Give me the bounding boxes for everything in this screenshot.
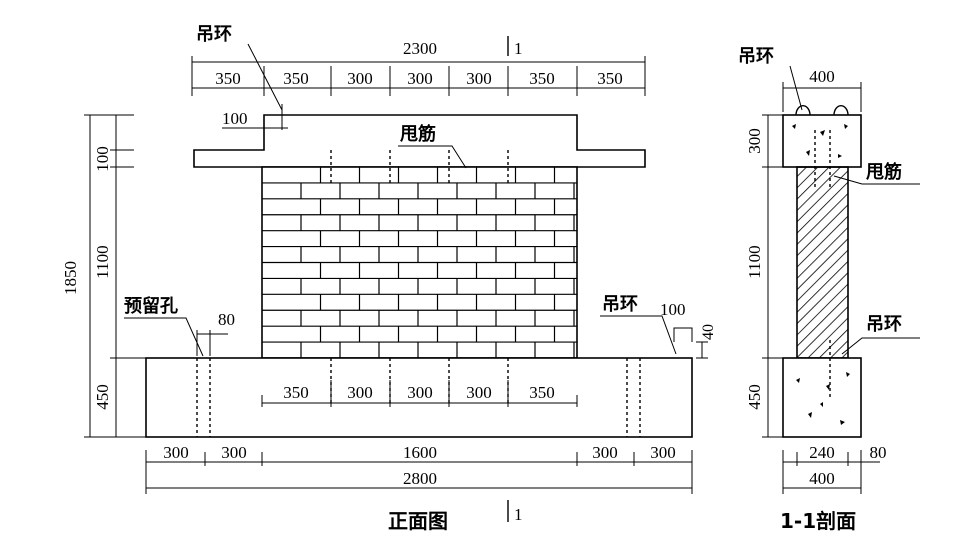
section-height-base: 450 <box>745 384 764 410</box>
section-base-block <box>782 357 862 438</box>
section-height-wall: 1100 <box>745 245 764 278</box>
base-beam <box>145 357 693 438</box>
aggregate-marks <box>792 124 850 425</box>
lift-ring-width: 100 <box>660 300 686 319</box>
section-tie-bar-label: 甩筋 <box>866 161 902 183</box>
section-view-title: 1-1剖面 <box>780 509 856 533</box>
section-lift-ring-label-top: 吊环 <box>738 46 774 67</box>
inner-seg-1: 350 <box>283 383 309 402</box>
total-height: 1850 <box>61 261 80 295</box>
lift-ring-leader <box>247 43 283 111</box>
inner-seg-5: 350 <box>529 383 555 402</box>
tie-bar-label: 甩筋 <box>400 123 436 145</box>
tie-bar-leader <box>398 145 467 169</box>
lift-ring-loop <box>795 104 811 116</box>
reserved-hole-leader <box>124 317 204 357</box>
inner-seg-4: 300 <box>466 383 492 402</box>
lift-ring-loop <box>833 104 849 116</box>
lift-ring-height: 40 <box>700 324 717 340</box>
bottom-seg-1: 300 <box>163 443 189 462</box>
lift-ring-right-shape <box>673 327 693 342</box>
top-seg-7: 350 <box>597 69 623 88</box>
front-view-title: 正面图 <box>388 509 448 533</box>
section-lift-ring-label-bottom: 吊环 <box>866 314 902 335</box>
bottom-seg-2: 300 <box>221 443 247 462</box>
section-offset: 80 <box>870 443 887 462</box>
section-wall <box>796 166 849 359</box>
bottom-dimensions: 300 300 1600 300 300 2800 <box>145 443 693 494</box>
section-top-block <box>782 114 862 168</box>
bottom-seg-3: 1600 <box>403 443 437 462</box>
lift-ring-label-right: 吊环 <box>602 294 638 315</box>
step-width: 100 <box>222 109 248 128</box>
section-height-top: 300 <box>745 128 764 154</box>
section-lift-ring-bottom-leader <box>841 337 920 355</box>
section-bottom-width: 400 <box>809 469 835 488</box>
section-wall-thickness: 240 <box>809 443 835 462</box>
inner-dimension: 350 300 300 300 350 <box>261 380 578 407</box>
front-view: 350 300 300 300 350 2300 350 350 300 300… <box>61 24 717 533</box>
section-mark-bottom: 1 <box>514 505 523 524</box>
section-mark-top: 1 <box>514 39 523 58</box>
inner-seg-3: 300 <box>407 383 433 402</box>
overall-bottom-width: 2800 <box>403 469 437 488</box>
height-wall: 1100 <box>93 245 112 278</box>
top-seg-2: 350 <box>283 69 309 88</box>
overall-top-width: 2300 <box>403 39 437 58</box>
top-seg-3: 300 <box>347 69 373 88</box>
lift-ring-right-leader <box>600 315 677 355</box>
top-seg-1: 350 <box>215 69 241 88</box>
section-top-width: 400 <box>809 67 835 86</box>
hole-spacing: 80 <box>218 310 235 329</box>
height-base: 450 <box>93 384 112 410</box>
top-seg-6: 350 <box>529 69 555 88</box>
top-seg-5: 300 <box>466 69 492 88</box>
section-view: 吊环 甩筋 吊环 400 300 1100 450 240 80 400 1-1… <box>738 46 920 533</box>
height-top-beam: 100 <box>93 146 112 172</box>
brick-wall <box>261 166 578 359</box>
top-dimensions: 2300 350 350 300 300 300 350 350 <box>191 39 646 96</box>
bottom-seg-5: 300 <box>650 443 676 462</box>
left-dimensions: 1850 100 1100 450 <box>61 114 146 438</box>
lift-ring-label-top: 吊环 <box>196 24 232 45</box>
inner-seg-2: 300 <box>347 383 373 402</box>
top-seg-4: 300 <box>407 69 433 88</box>
section-tie-bar-leader <box>833 175 920 185</box>
reserved-hole-label: 预留孔 <box>124 295 178 317</box>
bottom-seg-4: 300 <box>592 443 618 462</box>
